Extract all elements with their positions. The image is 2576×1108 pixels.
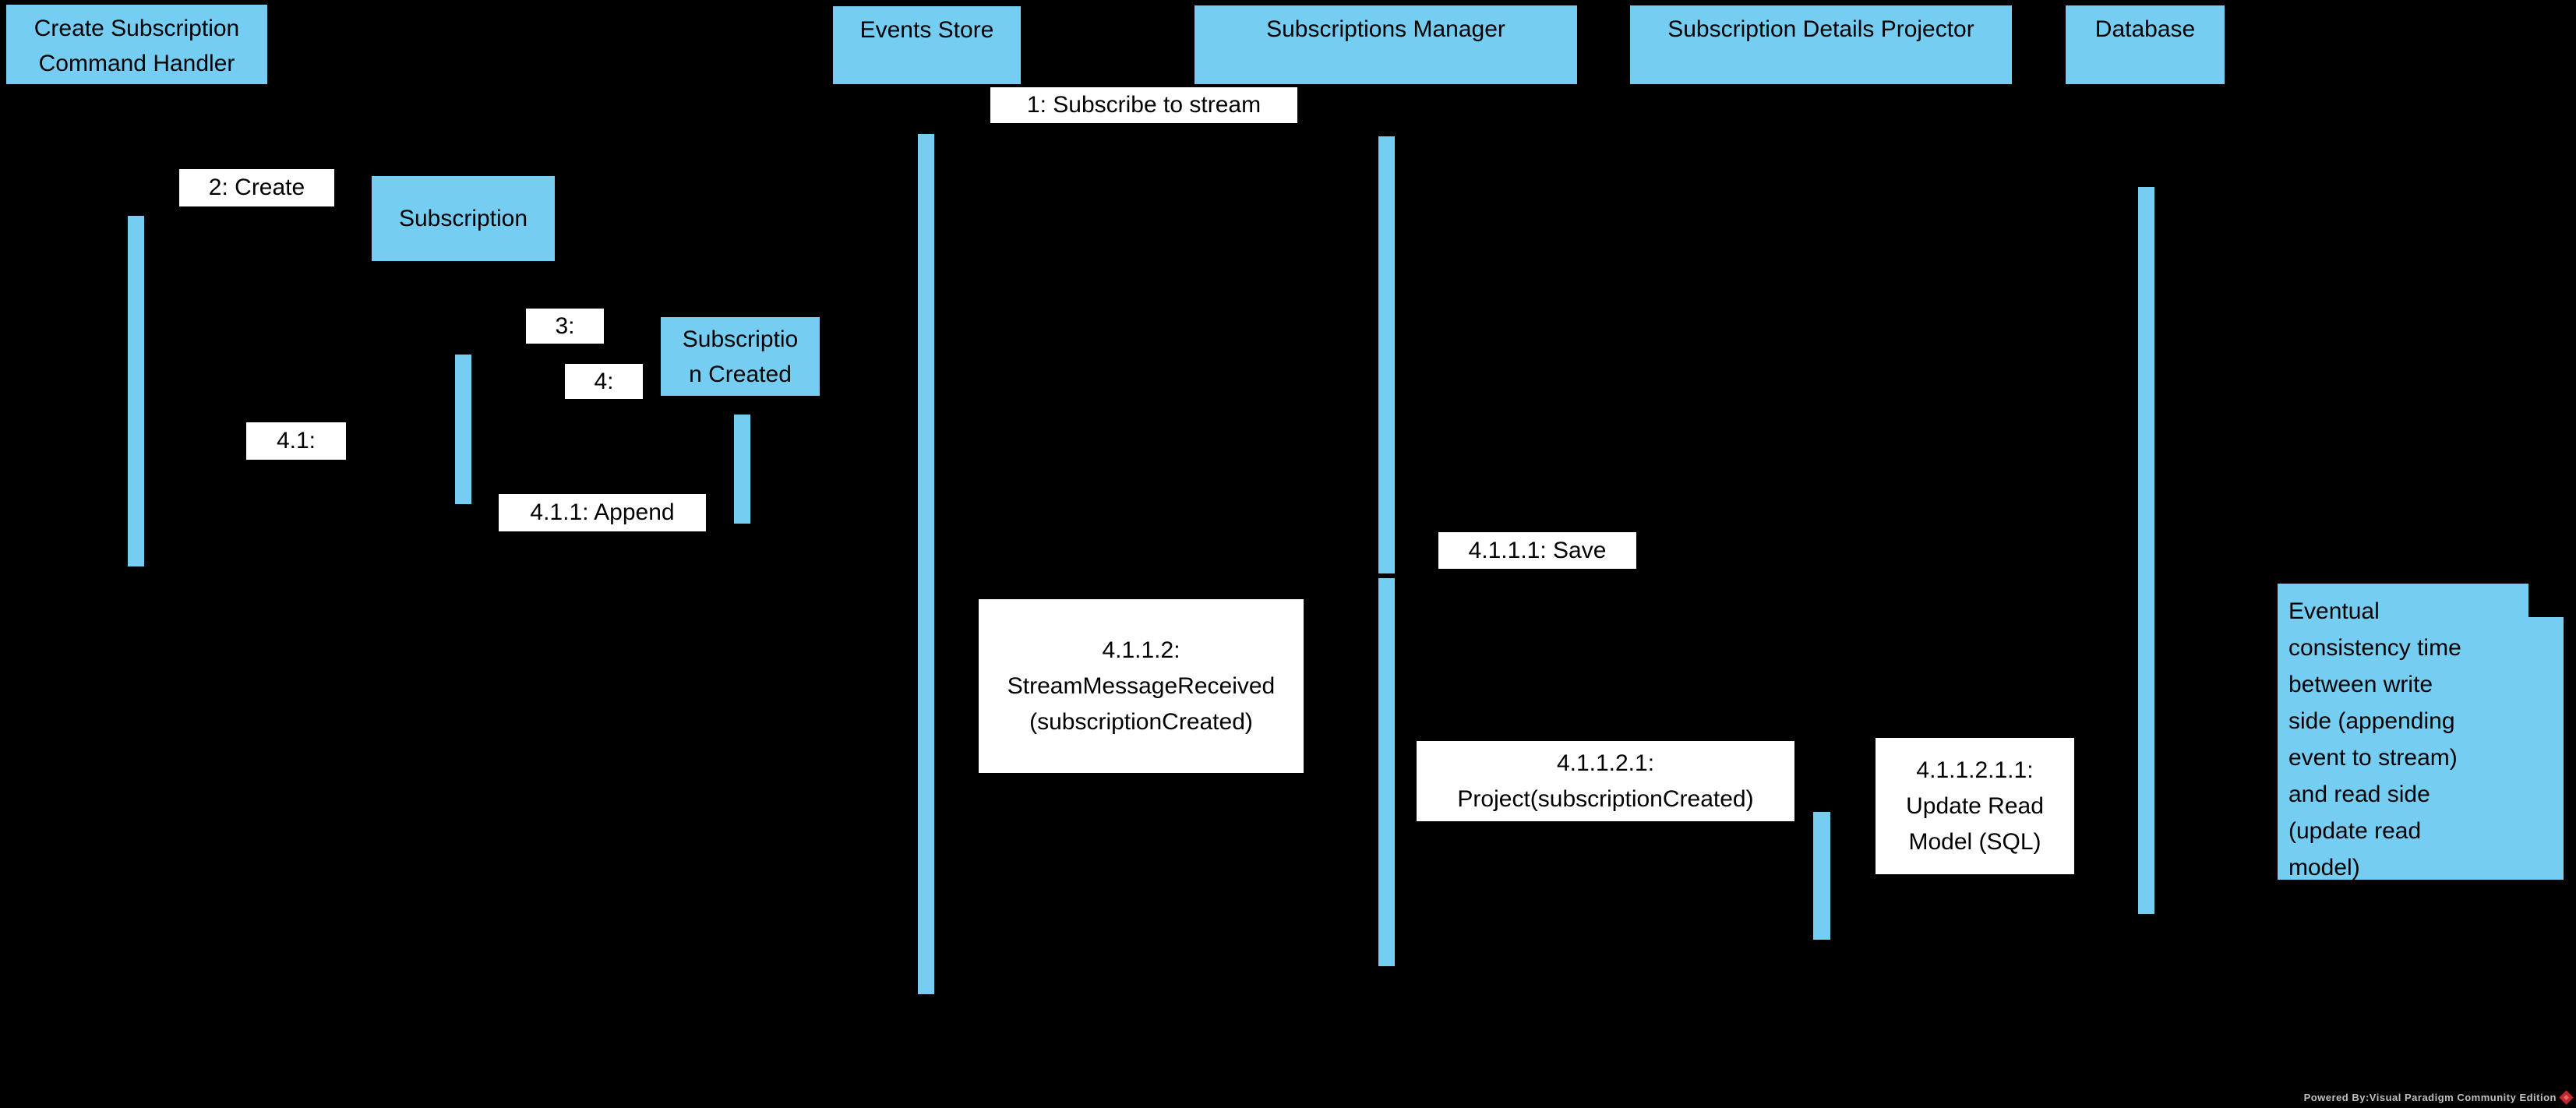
object-subscription: Subscription [372, 176, 555, 261]
activation-bar-events-store [918, 134, 934, 994]
note-eventual-consistency: Eventual consistency time between write … [2278, 584, 2564, 880]
message-label-project-subscription-created: 4.1.1.2.1: Project(subscriptionCreated) [1417, 741, 1794, 821]
message-label-4: 4: [565, 364, 643, 399]
activation-bar-subscription-created [734, 415, 750, 524]
participant-create-subscription-command-handler: Create Subscription Command Handler [6, 5, 267, 84]
activation-bar-database [2138, 187, 2154, 914]
activation-bar-subscription [455, 355, 471, 504]
message-label-save: 4.1.1.1: Save [1438, 532, 1636, 569]
message-label-subscribe-to-stream: 1: Subscribe to stream [990, 87, 1297, 123]
participant-subscriptions-manager: Subscriptions Manager [1194, 5, 1577, 84]
participant-database: Database [2066, 5, 2225, 84]
footer-credit: Powered By:Visual Paradigm Community Edi… [2303, 1090, 2574, 1105]
participant-events-store: Events Store [833, 6, 1021, 84]
visual-paradigm-logo-icon [2559, 1090, 2574, 1105]
activation-bar-subscriptions-manager-1 [1378, 136, 1395, 573]
message-label-3: 3: [526, 309, 604, 344]
activation-bar-command-handler [128, 216, 144, 566]
activation-bar-subscription-details-projector [1813, 812, 1830, 940]
message-label-update-read-model: 4.1.1.2.1.1: Update Read Model (SQL) [1876, 738, 2074, 874]
message-label-create: 2: Create [179, 169, 334, 206]
message-label-4-1: 4.1: [246, 422, 346, 460]
footer-credit-text: Powered By:Visual Paradigm Community Edi… [2303, 1092, 2557, 1103]
message-label-stream-message-received: 4.1.1.2: StreamMessageReceived (subscrip… [979, 599, 1304, 773]
message-label-append: 4.1.1: Append [499, 494, 706, 531]
activation-bar-subscriptions-manager-2 [1378, 578, 1395, 966]
object-subscription-created: Subscriptio n Created [661, 317, 820, 396]
participant-subscription-details-projector: Subscription Details Projector [1630, 5, 2012, 84]
